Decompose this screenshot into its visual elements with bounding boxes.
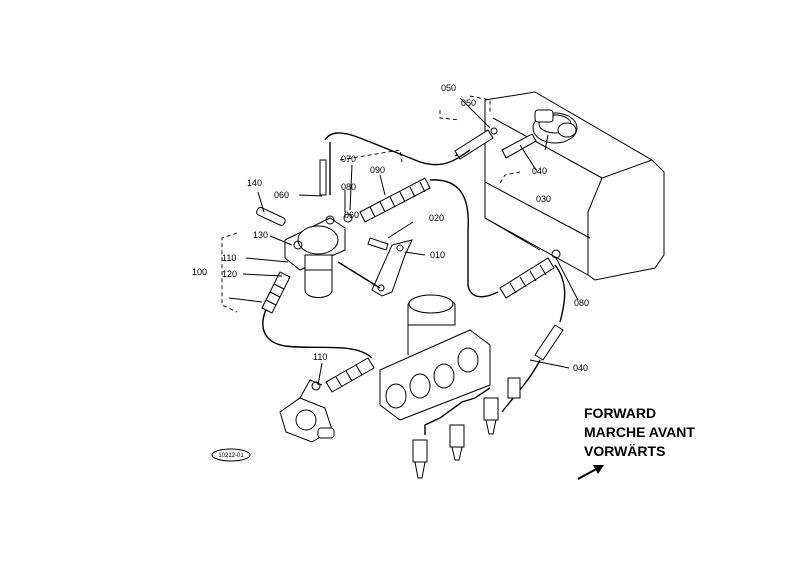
callout-050-outer: 050 [441,83,456,93]
callout-050-inner: 050 [461,98,476,108]
hose-090 [359,177,431,223]
tank-cap [532,109,578,151]
callout-110-lower: 110 [313,352,327,362]
direction-line-1: FORWARD [584,405,656,421]
callout-140: 140 [247,178,262,188]
callout-070: 070 [341,154,356,164]
drawing-ref: 10212-01 [218,453,244,459]
hose-040-leak [534,324,564,361]
callout-040-leak: 040 [573,363,588,373]
return-hose-top [454,127,537,160]
direction-line-2: MARCHE AVANT [584,424,695,440]
callout-080-left: 080 [341,182,356,192]
callout-080-right: 080 [574,298,589,308]
direction-legend: FORWARD MARCHE AVANT VORWÄRTS [577,405,695,480]
callout-060-inner: 060 [344,210,359,220]
injectors [412,377,521,479]
callout-060-left: 060 [274,190,289,200]
group-brackets [221,95,521,313]
arrow-up-right-icon [577,465,604,480]
feed-pump [279,379,335,443]
fuel-lines [262,132,566,413]
hose-120 [261,271,291,314]
pipe-upper-left [319,159,327,196]
callout-090: 090 [370,165,385,175]
bracket [337,239,413,297]
fuel-filter [256,206,353,298]
callout-labels: 010 020 030 040 040 050 050 060 060 070 … [192,83,589,373]
injection-pump [379,294,491,421]
callout-030: 030 [536,194,551,204]
direction-line-3: VORWÄRTS [584,443,665,459]
callout-010: 010 [430,250,445,260]
callout-100: 100 [192,267,207,277]
bolt [367,237,389,251]
leader-lines [228,97,579,386]
callout-130: 130 [253,230,268,240]
callout-040-tank: 040 [532,166,547,176]
callout-020: 020 [429,213,444,223]
drawing-ref-badge: 10212-01 [211,448,251,462]
callout-120: 120 [222,269,237,279]
callout-110-upper: 110 [222,253,236,263]
hose-080-right [499,249,561,299]
hose-110-lower [325,357,375,393]
